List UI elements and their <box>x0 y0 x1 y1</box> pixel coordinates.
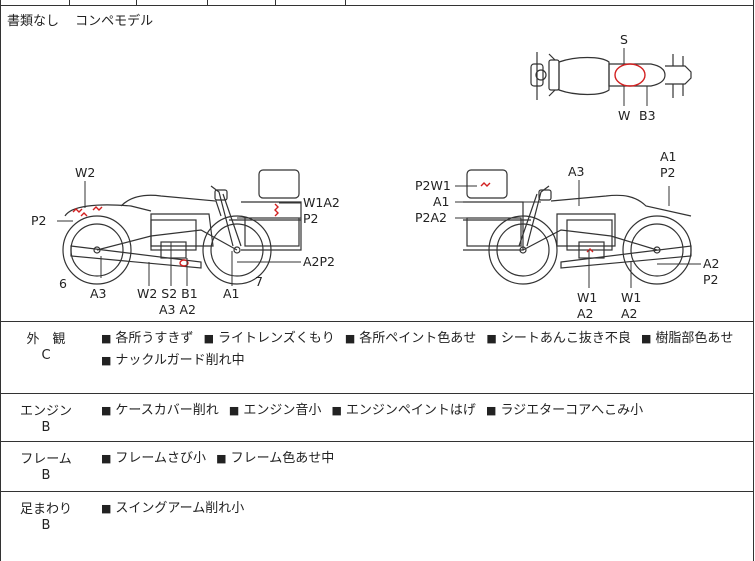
label-right-p2: P2 <box>703 272 719 287</box>
bullet-square-icon: ■ <box>228 404 240 417</box>
label-right-w1-left: W1 <box>577 290 597 305</box>
remark-item: ■各所うすきず <box>101 331 193 346</box>
label-left-p2-right: P2 <box>303 211 319 226</box>
remark-text: エンジンペイントはげ <box>345 403 476 418</box>
row-category-cell: 足まわり B <box>1 492 91 561</box>
remark-text: スイングアーム削れ小 <box>115 501 245 516</box>
remark-item: ■フレーム色あせ中 <box>216 451 334 466</box>
category-name: 足まわり <box>19 502 72 517</box>
right-damage-marks <box>480 182 594 253</box>
label-left-7: 7 <box>255 274 263 289</box>
label-right-p2w1: P2W1 <box>415 178 451 193</box>
motorcycle-diagrams: S W B3 <box>31 32 720 321</box>
label-top-b3: B3 <box>639 108 656 123</box>
label-left-p2: P2 <box>31 213 47 228</box>
bullet-square-icon: ■ <box>486 332 497 345</box>
bike-right-view <box>463 169 692 285</box>
bullet-square-icon: ■ <box>640 332 652 345</box>
remark-text: 樹脂部色あせ <box>655 331 734 346</box>
row-category-cell: フレーム B <box>1 442 91 491</box>
bullet-square-icon: ■ <box>101 354 112 367</box>
left-leader-lines <box>57 181 301 286</box>
label-right-p2a2: P2A2 <box>415 210 447 225</box>
label-right-a1-top: A1 <box>660 149 677 164</box>
remark-item: ■フレームさび小 <box>101 451 206 466</box>
remark-text: シートあんこ抜き不良 <box>500 331 631 346</box>
remark-item: ■各所ペイント色あせ <box>345 331 476 346</box>
category-name: エンジン <box>19 404 72 419</box>
remark-text: ケースカバー削れ <box>115 403 219 418</box>
remarks-list: ■フレームさび小 ■フレーム色あせ中 <box>101 448 747 470</box>
condition-row-suspension: 足まわり B ■スイングアーム削れ小 <box>0 492 754 561</box>
remarks-list: ■スイングアーム削れ小 <box>101 498 747 520</box>
label-top-s: S <box>620 32 628 47</box>
label-left-w1a2: W1A2 <box>303 195 340 210</box>
label-left-6: 6 <box>59 276 67 291</box>
remark-text: 各所うすきず <box>115 331 194 346</box>
bullet-square-icon: ■ <box>101 404 112 417</box>
category-name: フレーム <box>20 452 72 467</box>
remark-item: ■樹脂部色あせ <box>641 331 733 346</box>
label-right-a2-right: A2 <box>621 306 638 321</box>
remark-text: ライトレンズくもり <box>217 331 335 346</box>
remark-text: フレームさび小 <box>115 451 207 466</box>
label-left-a1: A1 <box>223 286 240 301</box>
remark-item: ■ライトレンズくもり <box>204 331 335 346</box>
bullet-square-icon: ■ <box>203 332 214 345</box>
label-right-a2-left: A2 <box>577 306 594 321</box>
remark-text: フレーム色あせ中 <box>230 451 335 466</box>
remark-text: ラジエターコアへこみ小 <box>500 403 644 418</box>
bullet-square-icon: ■ <box>101 332 112 345</box>
remark-item: ■エンジン音小 <box>229 403 321 418</box>
bullet-square-icon: ■ <box>486 404 497 417</box>
remark-item: ■ラジエターコアへこみ小 <box>486 403 643 418</box>
model-note: コンペモデル <box>75 14 154 29</box>
condition-row-exterior: 外 観 C ■各所うすきず ■ライトレンズくもり ■各所ペイント色あせ ■シート… <box>0 322 754 394</box>
label-left-w2: W2 <box>75 165 95 180</box>
category-name: 外 観 <box>26 332 66 347</box>
label-top-w: W <box>618 108 630 123</box>
category-grade: C <box>41 348 51 363</box>
label-left-a3: A3 <box>90 286 107 301</box>
row-category-cell: エンジン B <box>1 394 91 441</box>
remark-item: ■シートあんこ抜き不良 <box>486 331 630 346</box>
remark-text: ナックルガード削れ中 <box>115 353 245 368</box>
label-right-a1: A1 <box>433 194 450 209</box>
label-left-a3a2: A3 A2 <box>159 302 196 317</box>
remark-text: 各所ペイント色あせ <box>359 331 477 346</box>
remark-item: ■エンジンペイントはげ <box>331 403 475 418</box>
label-right-a2: A2 <box>703 256 720 271</box>
row-category-cell: 外 観 C <box>1 322 91 393</box>
remark-item: ■スイングアーム削れ小 <box>101 501 244 516</box>
remarks-list: ■ケースカバー削れ ■エンジン音小 ■エンジンペイントはげ ■ラジエターコアへこ… <box>101 400 747 422</box>
bullet-square-icon: ■ <box>331 404 342 417</box>
left-damage-marks <box>72 203 279 267</box>
label-right-p2-top: P2 <box>660 165 676 180</box>
table-top-strip <box>0 0 754 6</box>
bike-left-view <box>62 169 302 285</box>
label-right-a3: A3 <box>568 164 585 179</box>
bike-top-view <box>530 48 692 106</box>
remark-text: エンジン音小 <box>243 403 322 418</box>
condition-row-engine: エンジン B ■ケースカバー削れ ■エンジン音小 ■エンジンペイントはげ ■ラジ… <box>0 394 754 442</box>
no-documents-note: 書類なし <box>7 14 60 29</box>
label-left-a2p2: A2P2 <box>303 254 335 269</box>
remark-item: ■ナックルガード削れ中 <box>101 353 245 368</box>
damage-diagram-panel: 書類なし コンペモデル <box>0 6 754 322</box>
category-grade: B <box>41 518 51 533</box>
remarks-list: ■各所うすきず ■ライトレンズくもり ■各所ペイント色あせ ■シートあんこ抜き不… <box>101 328 747 372</box>
label-left-w2s2b1: W2 S2 B1 <box>137 286 198 301</box>
category-grade: B <box>41 420 51 435</box>
bullet-square-icon: ■ <box>344 332 356 345</box>
label-right-w1-right: W1 <box>621 290 641 305</box>
right-leader-lines <box>455 180 701 288</box>
remark-item: ■ケースカバー削れ <box>101 403 219 418</box>
category-grade: B <box>41 468 51 483</box>
bullet-square-icon: ■ <box>216 452 227 465</box>
condition-row-frame: フレーム B ■フレームさび小 ■フレーム色あせ中 <box>0 442 754 492</box>
bullet-square-icon: ■ <box>101 452 112 465</box>
header-note: 書類なし コンペモデル <box>7 10 153 29</box>
bullet-square-icon: ■ <box>101 502 112 515</box>
